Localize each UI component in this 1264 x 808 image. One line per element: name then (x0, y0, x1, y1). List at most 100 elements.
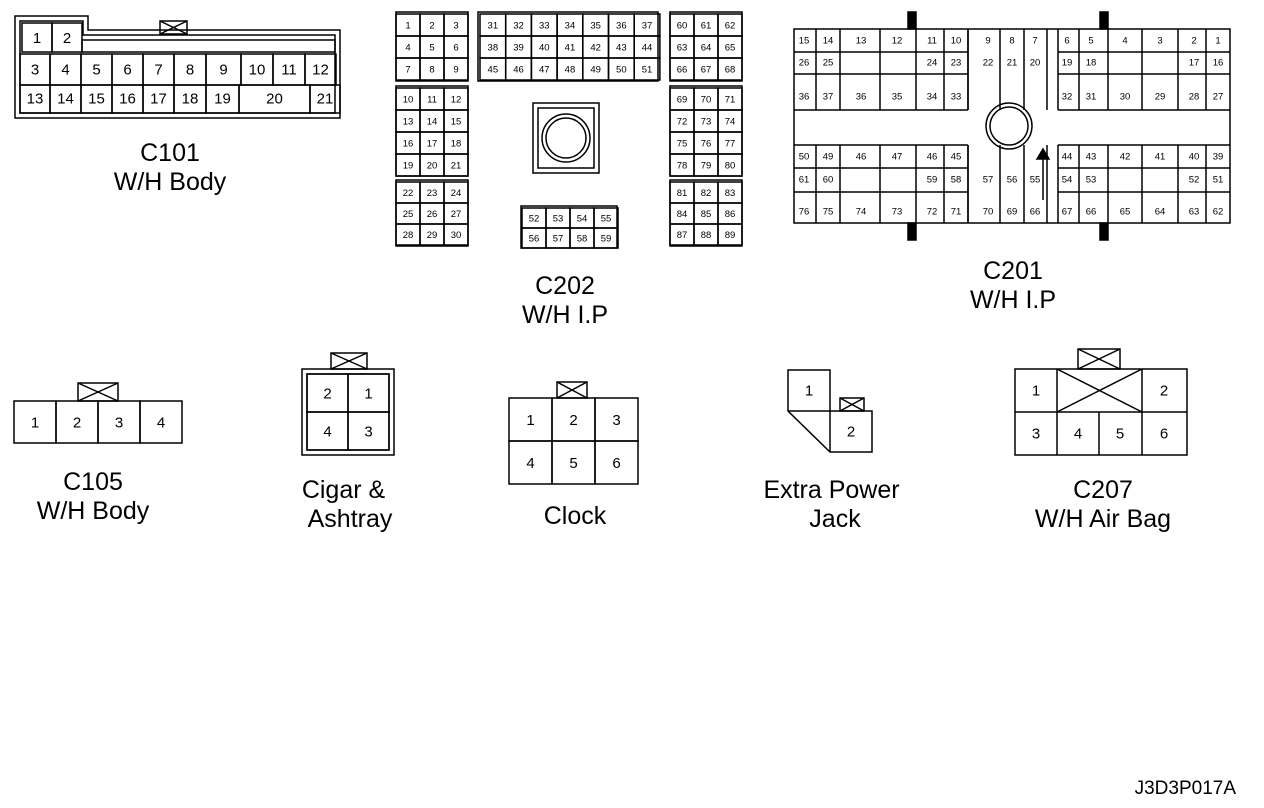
c105-pin: 3 (115, 415, 123, 432)
jack-shell (787, 369, 873, 453)
jack-pin: 2 (847, 424, 855, 441)
c201-pin: 1 (1215, 36, 1220, 47)
cigar-cell (347, 411, 390, 451)
c202-pin: 10 (403, 95, 414, 106)
c202-cell (593, 227, 619, 249)
c202-cell (443, 223, 469, 246)
c202-pin: 5 (429, 43, 434, 54)
c201-id: C201 (983, 257, 1043, 285)
c202-pin: 12 (451, 95, 462, 106)
c201-pin: 50 (799, 152, 810, 163)
c202-pin: 82 (701, 188, 712, 199)
c202-pin: 74 (725, 117, 736, 128)
c202-pin: 85 (701, 209, 712, 220)
c105-pin: 1 (31, 415, 39, 432)
c207-id: C207 (1073, 476, 1133, 504)
jack-desc: Extra Power Jack (763, 476, 906, 533)
c201-pin: 10 (951, 36, 962, 47)
c201-pin: 72 (927, 207, 938, 218)
c201-pin: 58 (951, 175, 962, 186)
c101-cell (309, 84, 341, 114)
c201-pin: 5 (1088, 36, 1093, 47)
c202-pin: 20 (427, 161, 438, 172)
lock-tab-cross (1077, 348, 1121, 370)
c201-pin: 70 (983, 207, 994, 218)
jack-desc-line1: Extra Power (763, 476, 899, 504)
c202-pin: 27 (451, 209, 462, 220)
c207-pin: 3 (1032, 426, 1040, 443)
cigar-outer-shell (301, 368, 395, 456)
c202-pin: 53 (553, 214, 564, 225)
c202-pin: 1 (405, 21, 410, 32)
c202-pin: 87 (677, 230, 688, 241)
c202-pin: 31 (488, 21, 499, 32)
c202-pin: 78 (677, 161, 688, 172)
c202-pin: 28 (403, 230, 414, 241)
c202-pin: 38 (488, 43, 499, 54)
c202-pin: 88 (701, 230, 712, 241)
c202-pin: 63 (677, 43, 688, 54)
c202-pin: 3 (453, 21, 458, 32)
clock-cell (594, 440, 639, 485)
lock-tab-cross (839, 397, 865, 412)
c201-pin: 69 (1007, 207, 1018, 218)
c201-pin: 55 (1030, 175, 1041, 186)
c202-pin: 26 (427, 209, 438, 220)
c101-pin: 11 (281, 62, 297, 79)
c201-pin: 52 (1189, 175, 1200, 186)
clock-desc: Clock (544, 502, 607, 530)
c201-pin: 42 (1120, 152, 1131, 163)
c202-pin: 50 (616, 65, 627, 76)
c201-housing (793, 28, 1231, 224)
c202-cell (717, 153, 743, 177)
c202-pin: 6 (453, 43, 458, 54)
c105-pin: 4 (157, 415, 165, 432)
c201-latch (907, 11, 917, 30)
c101-desc: W/H Body (114, 168, 227, 196)
c101-pin: 20 (266, 91, 283, 108)
c201-pin: 44 (1062, 152, 1073, 163)
c201-pin: 47 (892, 152, 903, 163)
c201-pin: 21 (1007, 58, 1018, 69)
c202-pin: 59 (601, 234, 612, 245)
c201-pin: 41 (1155, 152, 1166, 163)
c201-pin: 34 (927, 92, 938, 103)
c201-pin: 22 (983, 58, 994, 69)
c105-desc: W/H Body (37, 497, 150, 525)
c201-pin: 46 (856, 152, 867, 163)
c105-pin: 2 (73, 415, 81, 432)
c202-pin: 43 (616, 43, 627, 54)
c202-pin: 51 (642, 65, 653, 76)
c202-pin: 75 (677, 139, 688, 150)
lock-tab-cross (159, 20, 188, 35)
c202-guide-hole (541, 113, 591, 163)
c202-pin: 80 (725, 161, 736, 172)
c105-cell (139, 400, 183, 444)
c207-pin: 2 (1160, 383, 1168, 400)
c202-pin: 86 (725, 209, 736, 220)
c202-pin: 66 (677, 65, 688, 76)
c101-pin: 3 (31, 62, 39, 79)
c202-pin: 40 (539, 43, 550, 54)
c201-pin: 7 (1032, 36, 1037, 47)
c201-guide-hole (985, 102, 1033, 150)
c202-pin: 17 (427, 139, 438, 150)
c101-pin: 15 (88, 91, 105, 108)
c202-pin: 77 (725, 139, 736, 150)
c202-center-boss (532, 102, 600, 174)
c201-pin: 27 (1213, 92, 1224, 103)
c201-pin: 8 (1009, 36, 1014, 47)
c201-pin: 36 (799, 92, 810, 103)
clock-pin: 2 (569, 412, 577, 429)
c201-pin: 49 (823, 152, 834, 163)
cigar-desc-line1: Cigar & (302, 476, 386, 504)
c101-pin: 1 (33, 30, 41, 47)
c201-pin: 18 (1086, 58, 1097, 69)
c202-pin: 35 (590, 21, 601, 32)
c201-pin: 3 (1157, 36, 1162, 47)
c201-pin: 60 (823, 175, 834, 186)
c202-pin: 34 (565, 21, 576, 32)
c101-pin: 6 (123, 62, 131, 79)
c101-pin: 19 (214, 91, 231, 108)
c202-pin: 42 (590, 43, 601, 54)
